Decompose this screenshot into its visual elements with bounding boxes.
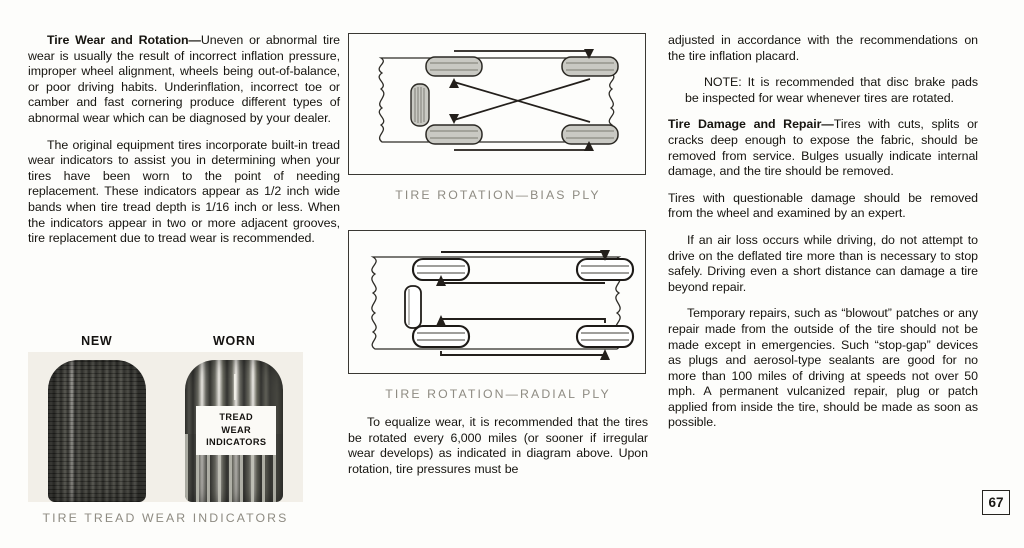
bias-ply-diagram-frame <box>348 33 646 175</box>
wheel-left-rear <box>425 124 483 145</box>
wheel-right-rear <box>575 324 635 349</box>
wheel-right-front <box>575 257 635 282</box>
rotation-arrowheads <box>449 49 594 151</box>
paragraph-text: If an air loss occurs while driving, do … <box>668 232 978 294</box>
bias-ply-caption: TIRE ROTATION—BIAS PLY <box>395 188 601 202</box>
tread-wear-indicators-callout: TREAD WEAR INDICATORS <box>196 406 277 455</box>
paragraph-air-loss: If an air loss occurs while driving, do … <box>668 233 978 295</box>
paragraph-text: Tires with cuts, splits or cracks deep e… <box>668 117 978 179</box>
paragraph-text: To equalize wear, it is recommended that… <box>348 415 648 476</box>
paragraph-text: adjusted in accordance with the recommen… <box>668 33 978 63</box>
paragraph-tire-wear-rotation: Tire Wear and Rotation—Uneven or abnorma… <box>28 33 340 127</box>
paragraph-text: Tires with questionable damage should be… <box>668 190 978 221</box>
paragraph-note-disc-brake: NOTE: It is recommended that disc brake … <box>668 75 978 106</box>
paragraph-tire-damage-repair: Tire Damage and Repair—Tires with cuts, … <box>668 117 978 179</box>
paragraph-questionable-damage: Tires with questionable damage should be… <box>668 191 978 222</box>
label-new-tire: NEW <box>81 334 113 348</box>
tread-wear-figure: NEW WORN TREAD WEAR INDICATORS TIRE TREA… <box>28 334 303 525</box>
wheel-left-rear <box>411 324 471 349</box>
wheel-left-front <box>425 56 483 77</box>
heading-tire-wear-rotation: Tire Wear and Rotation— <box>47 33 201 47</box>
callout-line-3: INDICATORS <box>206 437 267 447</box>
new-tire-photo <box>47 360 146 502</box>
wheel-right-rear <box>561 124 619 145</box>
radial-ply-diagram-svg <box>370 250 635 360</box>
paragraph-equalize-wear: To equalize wear, it is recommended that… <box>348 415 648 477</box>
paragraph-text: The original equipment tires incorporate… <box>28 137 340 246</box>
left-text-column: Tire Wear and Rotation—Uneven or abnorma… <box>28 33 340 258</box>
bias-ply-figure: TIRE ROTATION—BIAS PLY <box>348 33 648 202</box>
rotation-arrowheads <box>436 250 610 360</box>
paragraph-text: Uneven or abnormal tire wear is usually … <box>28 33 341 125</box>
page-number-box: 67 <box>982 490 1010 515</box>
diagram-column: TIRE ROTATION—BIAS PLY <box>348 33 648 488</box>
tread-figure-caption: TIRE TREAD WEAR INDICATORS <box>42 511 289 525</box>
paragraph-text: NOTE: It is recommended that disc brake … <box>685 75 978 105</box>
radial-ply-diagram-frame <box>348 230 646 374</box>
callout-line-1: TREAD <box>219 412 254 422</box>
paragraph-temporary-repairs: Temporary repairs, such as “blowout” pat… <box>668 306 978 431</box>
radial-ply-figure: TIRE ROTATION—RADIAL PLY <box>348 230 648 401</box>
paragraph-text: Temporary repairs, such as “blowout” pat… <box>668 306 978 430</box>
wheel-left-front <box>411 257 471 282</box>
paragraph-tread-wear-indicators: The original equipment tires incorporate… <box>28 138 340 247</box>
callout-line-2: WEAR <box>221 424 252 435</box>
heading-tire-damage-repair: Tire Damage and Repair— <box>668 117 834 132</box>
spare-tire <box>410 83 430 127</box>
spare-tire <box>404 285 422 329</box>
bias-ply-diagram-svg <box>378 49 619 151</box>
right-text-column: adjusted in accordance with the recommen… <box>668 33 978 442</box>
label-worn-tire: WORN <box>213 334 256 348</box>
paragraph-inflation-placard: adjusted in accordance with the recommen… <box>668 33 978 64</box>
tread-figure-labels: NEW WORN <box>28 334 303 348</box>
wheel-right-front <box>561 56 619 77</box>
worn-tire-photo: TREAD WEAR INDICATORS <box>185 360 284 502</box>
tread-figure-photo: TREAD WEAR INDICATORS <box>28 352 303 502</box>
car-body-outline <box>370 256 622 350</box>
radial-ply-caption: TIRE ROTATION—RADIAL PLY <box>385 387 611 401</box>
wear-indicator-pointer <box>234 374 237 400</box>
